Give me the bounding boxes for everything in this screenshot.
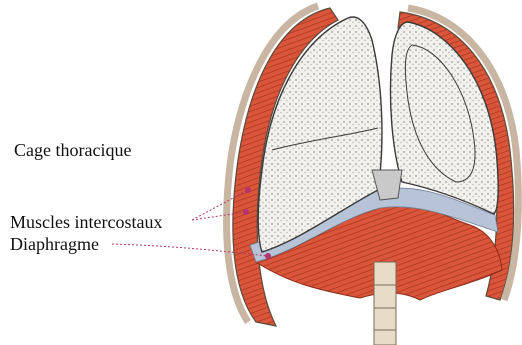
label-diaphragme: Diaphragme	[10, 234, 99, 254]
label-cage-thoracique: Cage thoracique	[14, 140, 131, 160]
marker-muscles-1	[245, 187, 251, 193]
label-muscles-intercostaux: Muscles intercostaux	[10, 212, 162, 232]
spine	[374, 262, 396, 345]
